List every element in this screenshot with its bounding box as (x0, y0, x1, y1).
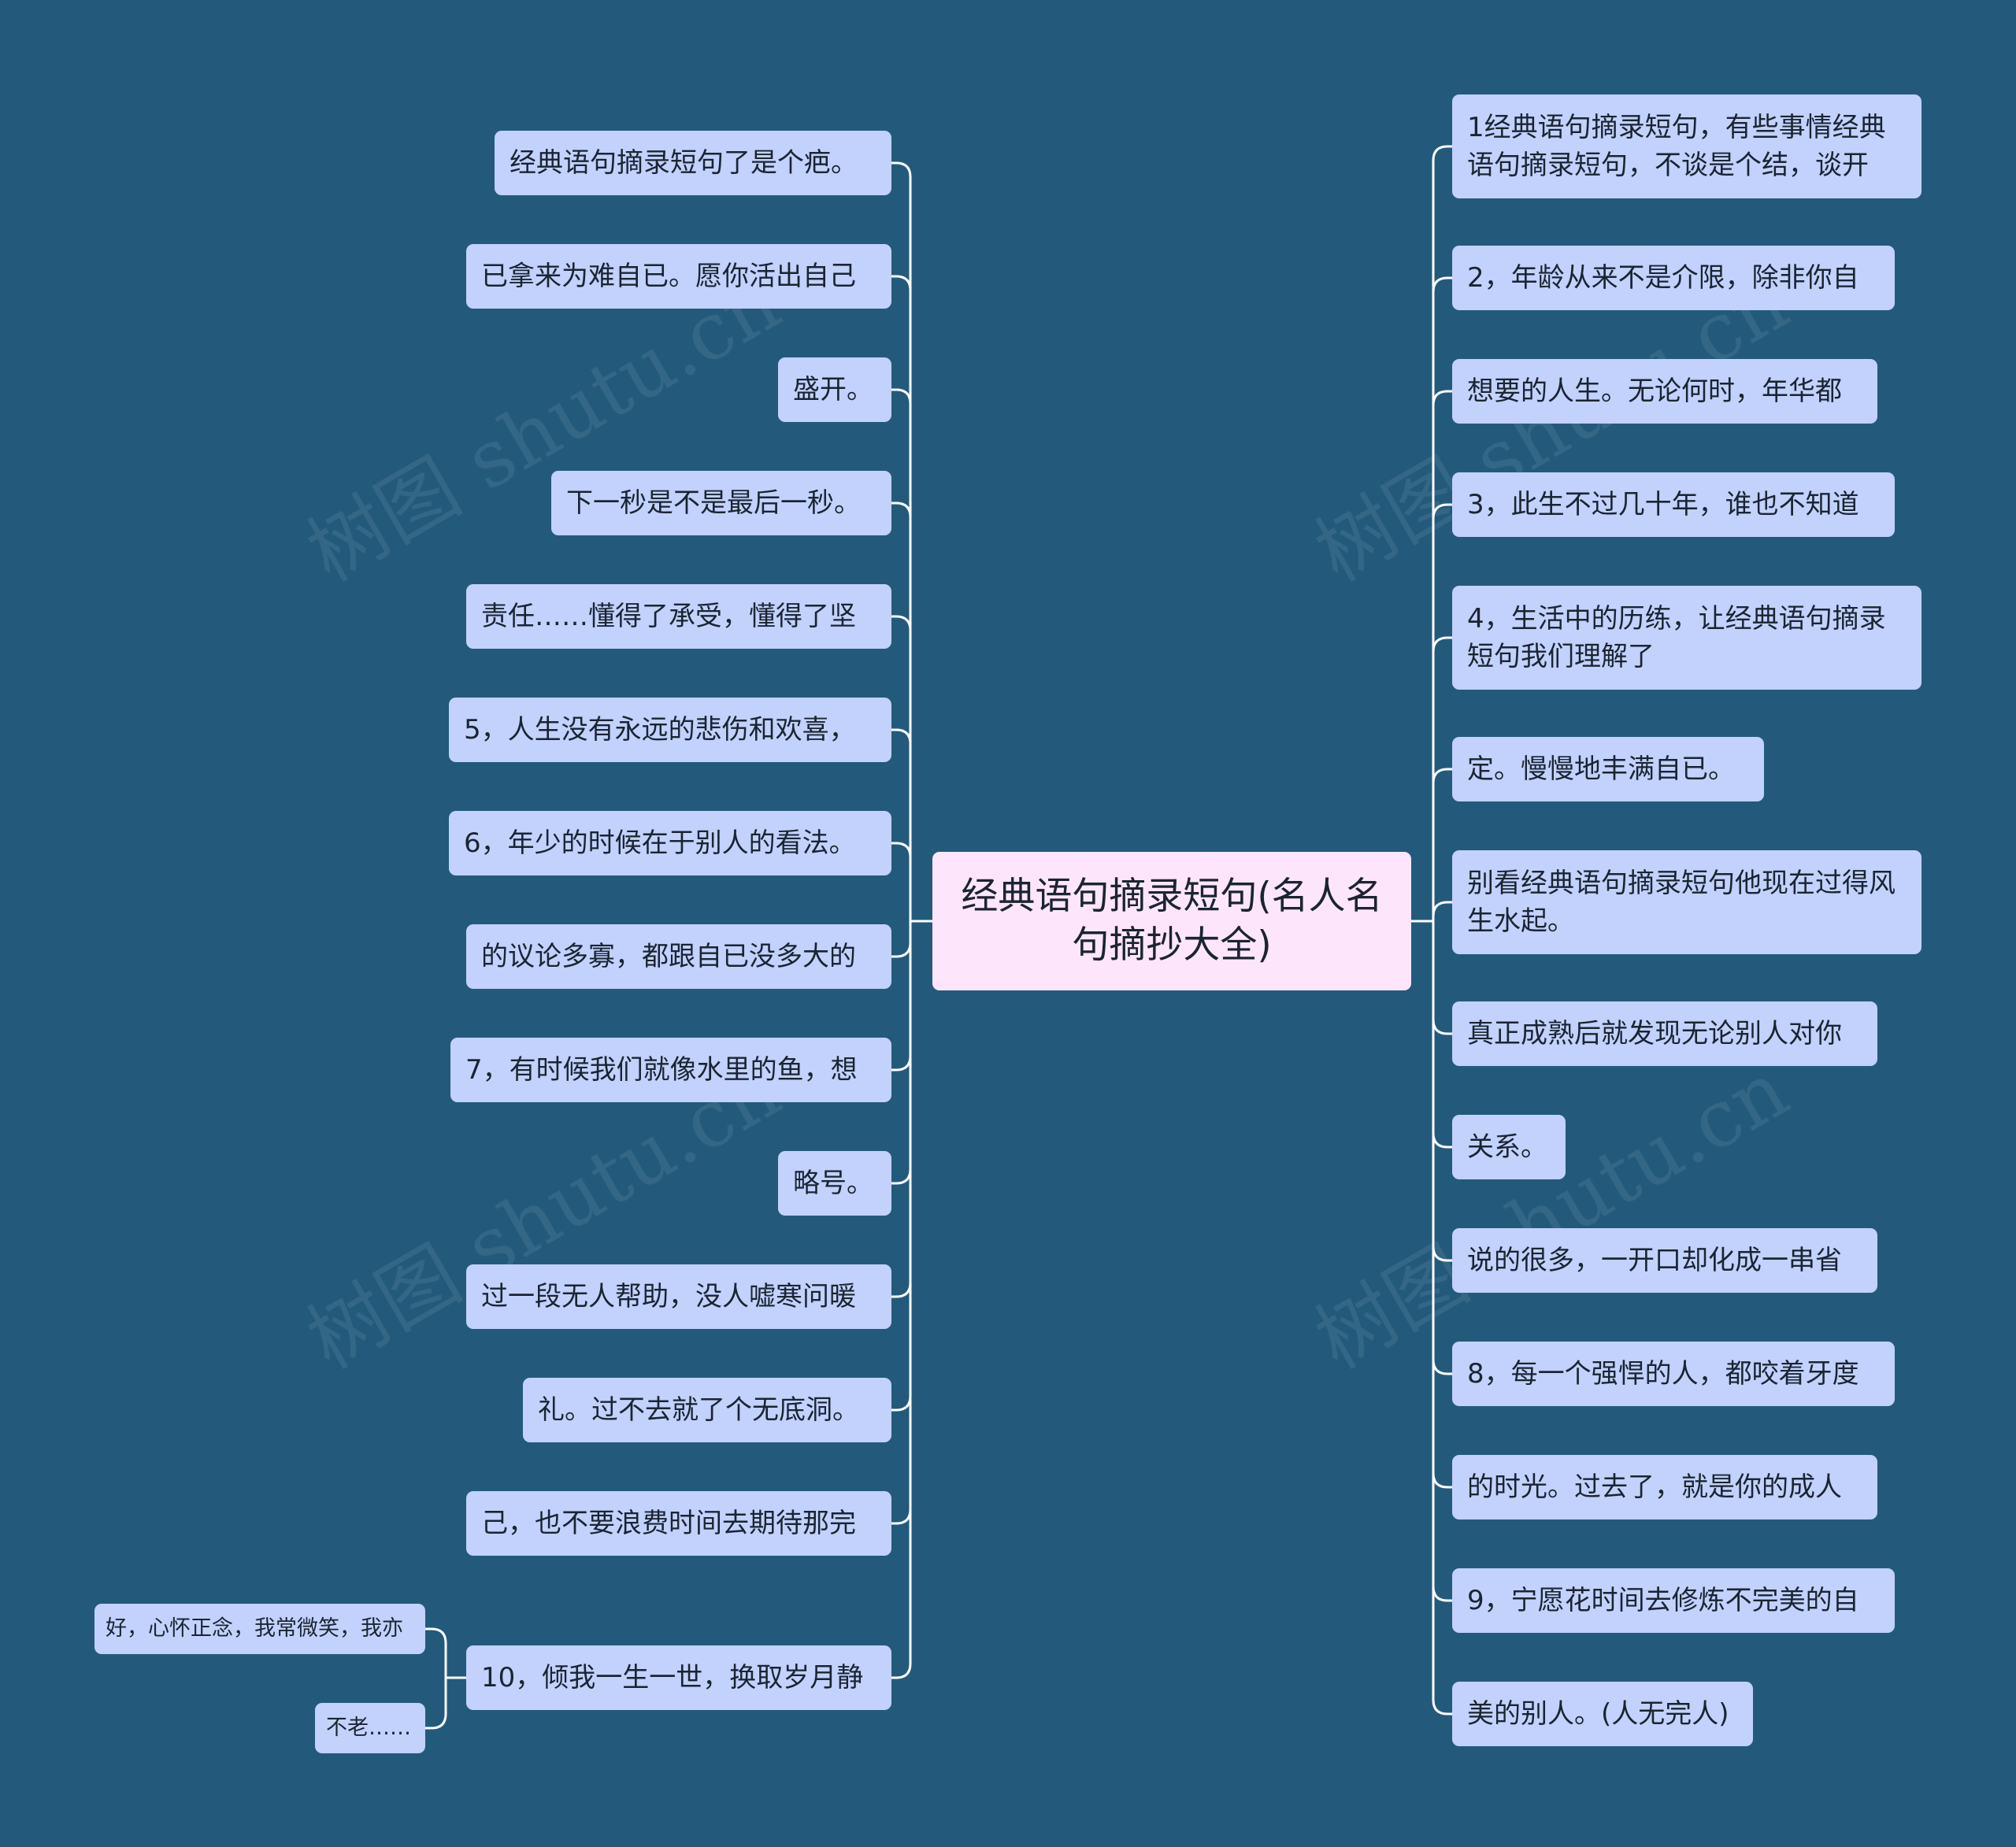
right-node[interactable]: 9，宁愿花时间去修炼不完美的自 (1452, 1568, 1895, 1633)
right-node[interactable]: 2，年龄从来不是介限，除非你自 (1452, 246, 1895, 310)
connector-line (1432, 636, 1452, 921)
connector-line (1432, 768, 1452, 921)
connector-line (891, 921, 912, 1412)
connector-line (891, 728, 912, 921)
right-node[interactable]: 关系。 (1452, 1115, 1566, 1179)
connector-line (425, 1678, 447, 1730)
right-node[interactable]: 别看经典语句摘录短句他现在过得风生水起。 (1452, 850, 1922, 954)
connector-line (891, 921, 912, 958)
right-node[interactable]: 真正成熟后就发现无论别人对你 (1452, 1001, 1877, 1066)
connector-line (891, 502, 912, 921)
left-node[interactable]: 盛开。 (778, 357, 891, 422)
sub-node[interactable]: 不老…… (315, 1703, 425, 1753)
connector-line (891, 921, 912, 1072)
right-node[interactable]: 8，每一个强悍的人，都咬着牙度 (1452, 1342, 1895, 1406)
left-node[interactable]: 责任……懂得了承受，懂得了坚 (466, 584, 891, 649)
right-node[interactable]: 3，此生不过几十年，谁也不知道 (1452, 472, 1895, 537)
left-node[interactable]: 经典语句摘录短句了是个疤。 (495, 131, 891, 195)
connector-line (425, 1627, 447, 1678)
connector-line (1432, 145, 1452, 921)
left-node[interactable]: 略号。 (778, 1151, 891, 1216)
left-node[interactable]: 6，年少的时候在于别人的看法。 (449, 811, 891, 875)
right-node[interactable]: 1经典语句摘录短句，有些事情经典语句摘录短句，不谈是个结，谈开 (1452, 94, 1922, 198)
right-node[interactable]: 4，生活中的历练，让经典语句摘录短句我们理解了 (1452, 586, 1922, 690)
right-node[interactable]: 的时光。过去了，就是你的成人 (1452, 1455, 1877, 1519)
connector-line (1432, 276, 1452, 921)
connector-line (1432, 921, 1452, 1262)
left-node[interactable]: 下一秒是不是最后一秒。 (551, 471, 891, 535)
connector-line (891, 921, 912, 1525)
connector-line (1432, 921, 1452, 1035)
left-node[interactable]: 5，人生没有永远的悲伤和欢喜， (449, 698, 891, 762)
connector-line (891, 615, 912, 921)
right-node[interactable]: 说的很多，一开口却化成一串省 (1452, 1228, 1877, 1293)
left-node[interactable]: 己，也不要浪费时间去期待那完 (466, 1491, 891, 1556)
left-node[interactable]: 的议论多寡，都跟自已没多大的 (466, 924, 891, 989)
connector-line (1432, 503, 1452, 921)
connector-line (891, 275, 912, 921)
connector-line (1432, 921, 1452, 1716)
right-node[interactable]: 美的别人。(人无完人) (1452, 1682, 1753, 1746)
root-node[interactable]: 经典语句摘录短句(名人名句摘抄大全) (932, 852, 1411, 990)
connector-line (1432, 390, 1452, 921)
left-node[interactable]: 礼。过不去就了个无底洞。 (523, 1378, 891, 1442)
connector-line (891, 161, 912, 921)
left-node[interactable]: 7，有时候我们就像水里的鱼，想 (450, 1038, 891, 1102)
sub-node[interactable]: 好，心怀正念，我常微笑，我亦 (94, 1604, 425, 1654)
left-node[interactable]: 已拿来为难自已。愿你活出自己 (466, 244, 891, 309)
connector-line (891, 921, 912, 1679)
connector-line (891, 921, 912, 1185)
connector-line (1432, 901, 1452, 921)
connector-line (891, 921, 912, 1298)
right-node[interactable]: 定。慢慢地丰满自已。 (1452, 737, 1764, 801)
connector-line (1432, 921, 1452, 1489)
left-node[interactable]: 过一段无人帮助，没人嘘寒问暖 (466, 1264, 891, 1329)
connector-line (891, 388, 912, 921)
left-node[interactable]: 10，倾我一生一世，换取岁月静 (466, 1645, 891, 1710)
right-node[interactable]: 想要的人生。无论何时，年华都 (1452, 359, 1877, 424)
connector-line (891, 842, 912, 921)
